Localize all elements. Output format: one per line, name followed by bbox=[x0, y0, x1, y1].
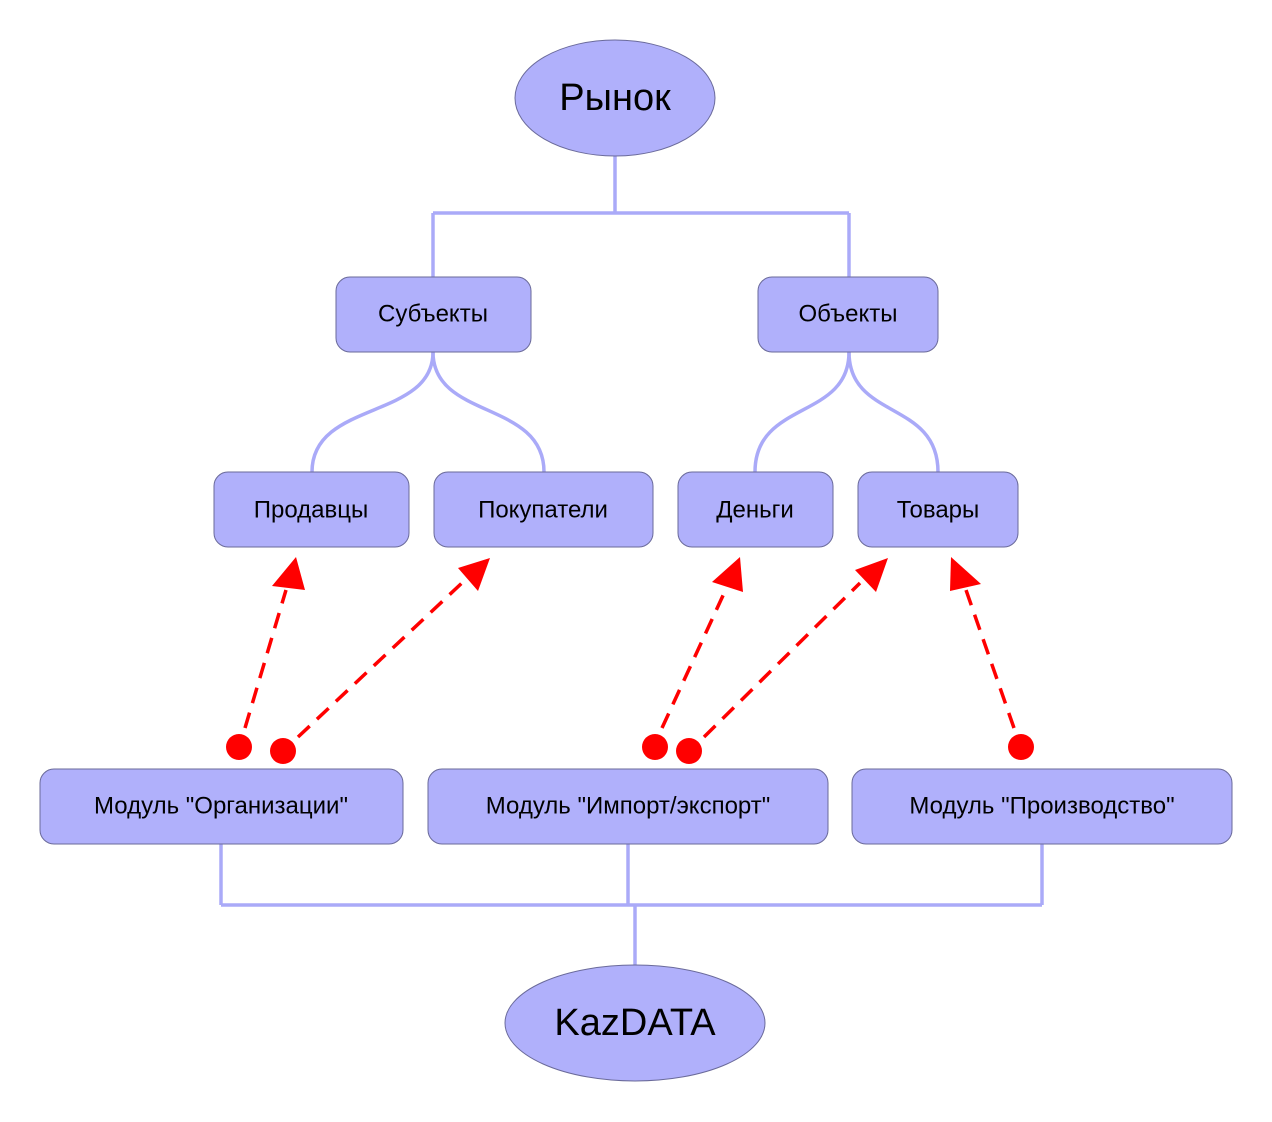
dependency-import-money bbox=[642, 557, 743, 760]
kazdata-ellipse bbox=[504, 964, 766, 1082]
module-orgs-label: Модуль "Организации" bbox=[94, 793, 348, 820]
dependency-arrows bbox=[226, 557, 1034, 764]
objects-box bbox=[757, 276, 939, 353]
dependency-arrowhead bbox=[855, 558, 888, 592]
goods-box bbox=[857, 471, 1019, 548]
module-production-label: Модуль "Производство" bbox=[909, 793, 1174, 820]
dependency-start-dot bbox=[676, 738, 702, 764]
subjects-box bbox=[335, 276, 532, 353]
node-market: Рынок bbox=[514, 39, 716, 157]
connector-subjects-buyers bbox=[431, 351, 546, 473]
subjects-label: Субъекты bbox=[378, 301, 488, 328]
module-production-box bbox=[851, 768, 1233, 845]
dependency-arrowhead bbox=[458, 558, 490, 591]
buyers-label: Покупатели bbox=[478, 497, 608, 524]
module-import-box bbox=[427, 768, 829, 845]
dependency-start-dot bbox=[642, 734, 668, 760]
dependency-arrowhead bbox=[712, 557, 743, 592]
connector-subjects-sellers bbox=[310, 351, 435, 473]
dependency-line bbox=[243, 589, 288, 729]
goods-label: Товары bbox=[897, 497, 980, 524]
module-import-label: Модуль "Импорт/экспорт" bbox=[486, 793, 771, 820]
sellers-box bbox=[213, 471, 410, 548]
node-buyers: Покупатели bbox=[433, 471, 654, 548]
node-objects: Объекты bbox=[757, 276, 939, 353]
dependency-arrowhead bbox=[272, 557, 305, 590]
dependency-start-dot bbox=[226, 734, 252, 760]
buyers-box bbox=[433, 471, 654, 548]
node-module-import: Модуль "Импорт/экспорт" bbox=[427, 768, 829, 845]
node-money: Деньги bbox=[677, 471, 834, 548]
objects-label: Объекты bbox=[799, 301, 898, 328]
kazdata-label: KazDATA bbox=[554, 1002, 716, 1044]
money-label: Деньги bbox=[716, 497, 794, 524]
dependency-import-goods bbox=[676, 558, 888, 764]
dependency-arrowhead bbox=[950, 557, 981, 591]
market-ellipse bbox=[514, 39, 716, 157]
dependency-line bbox=[296, 580, 465, 739]
dependency-start-dot bbox=[270, 738, 296, 764]
dependency-orgs-sellers bbox=[226, 557, 305, 760]
node-subjects: Субъекты bbox=[335, 276, 532, 353]
tree-connectors-top bbox=[310, 155, 940, 473]
money-box bbox=[677, 471, 834, 548]
dependency-start-dot bbox=[1008, 734, 1034, 760]
dependency-line bbox=[660, 588, 728, 729]
module-orgs-box bbox=[39, 768, 404, 845]
node-kazdata: KazDATA bbox=[504, 964, 766, 1082]
node-module-orgs: Модуль "Организации" bbox=[39, 768, 404, 845]
market-label: Рынок bbox=[559, 77, 671, 119]
connector-market-split bbox=[433, 155, 849, 215]
dependency-line bbox=[702, 581, 862, 739]
dependency-production-goods bbox=[950, 557, 1034, 760]
tree-connectors-bottom bbox=[219, 844, 1044, 965]
node-module-production: Модуль "Производство" bbox=[851, 768, 1233, 845]
sellers-label: Продавцы bbox=[254, 497, 369, 524]
dependency-orgs-buyers bbox=[270, 558, 490, 764]
dependency-line bbox=[964, 589, 1016, 729]
connector-objects-goods bbox=[847, 351, 940, 473]
node-sellers: Продавцы bbox=[213, 471, 410, 548]
connector-objects-money bbox=[753, 351, 851, 473]
node-goods: Товары bbox=[857, 471, 1019, 548]
